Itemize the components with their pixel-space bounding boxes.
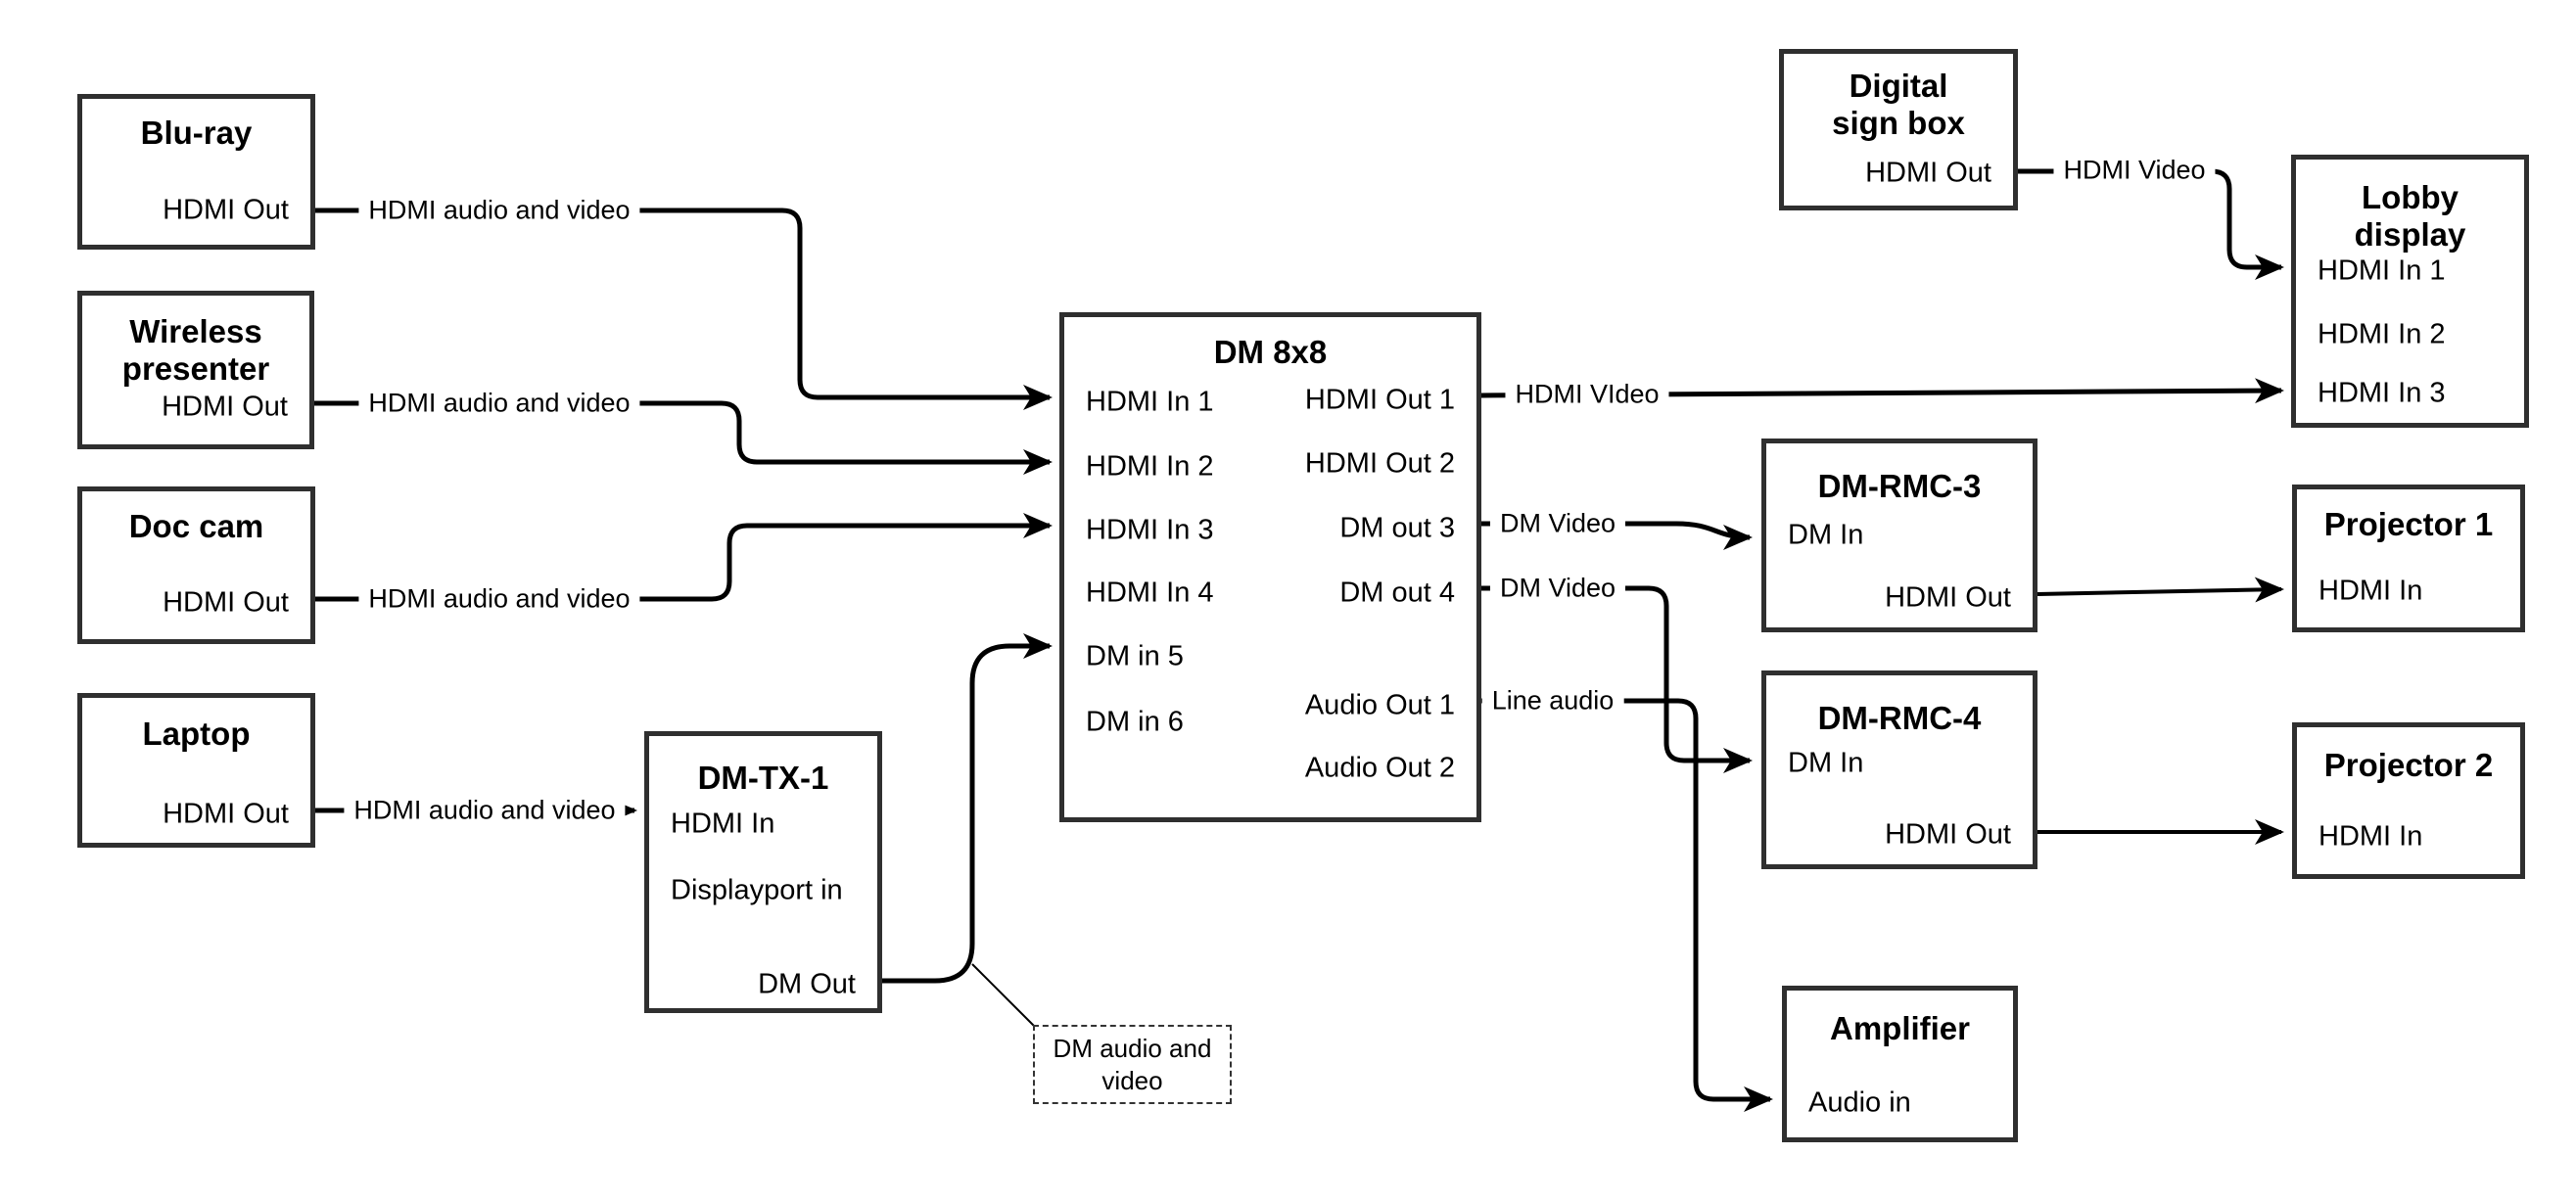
wire-audio-out-1-to-amp (1481, 698, 1773, 1112)
port-hdmi-in: HDMI In (2318, 575, 2423, 607)
port-hdmi-in: HDMI In (2318, 820, 2423, 853)
node-amplifier: Amplifier Audio in (1782, 986, 2018, 1142)
port-hdmi-in-2: HDMI In 2 (2318, 318, 2446, 350)
note-dm-audio-and-video: DM audio and video (1033, 1025, 1232, 1104)
node-title: Projector 1 (2323, 506, 2494, 542)
port-hdmi-out: HDMI Out (1865, 157, 1991, 189)
node-title: Blu-ray (140, 115, 253, 151)
node-bluray: Blu-ray HDMI Out (77, 94, 315, 250)
node-laptop: Laptop HDMI Out (77, 693, 315, 848)
node-projector-2: Projector 2 HDMI In (2292, 722, 2525, 879)
node-title: DM-RMC-4 (1817, 700, 1982, 736)
wire-doccam-to-hdmi-in-3 (315, 513, 1053, 602)
port-dm-in: DM In (1788, 519, 1864, 551)
port-hdmi-in: HDMI In (671, 808, 775, 840)
wire-label-hdmi-video-digisign: HDMI Video (2053, 153, 2216, 188)
wire-label-hdmi-audio-video-4: HDMI audio and video (344, 793, 626, 828)
port-audio-out-1: Audio Out 1 (1304, 689, 1455, 721)
port-dm-out: DM Out (758, 968, 856, 1000)
node-lobby-display: Lobby display HDMI In 1 HDMI In 2 HDMI I… (2291, 155, 2529, 428)
port-hdmi-out: HDMI Out (163, 798, 289, 830)
port-hdmi-out: HDMI Out (163, 586, 289, 619)
wire-label-line-audio: Line audio (1481, 683, 1624, 718)
node-dm-rmc-3: DM-RMC-3 DM In HDMI Out (1761, 439, 2037, 632)
node-title: Amplifier (1829, 1010, 1971, 1046)
node-doc-cam: Doc cam HDMI Out (77, 486, 315, 644)
port-hdmi-out: HDMI Out (1885, 818, 2011, 851)
port-hdmi-in-2: HDMI In 2 (1086, 450, 1214, 483)
port-displayport-in: Displayport in (671, 874, 843, 906)
port-hdmi-in-3: HDMI In 3 (1086, 514, 1214, 546)
port-audio-in: Audio in (1808, 1086, 1911, 1119)
node-title: DM-TX-1 (697, 760, 829, 796)
wire-dmtx1-to-dm-in-5 (882, 633, 1053, 984)
wire-wireless-to-hdmi-in-2 (314, 400, 1053, 475)
port-dm-in-5: DM in 5 (1086, 640, 1184, 672)
port-hdmi-out: HDMI Out (163, 194, 289, 226)
wire-dm-out-3-to-rmc3 (1481, 521, 1753, 550)
wire-digisign-to-lobby (2018, 168, 2284, 280)
port-hdmi-in-1: HDMI In 1 (1086, 386, 1214, 418)
node-projector-1: Projector 1 HDMI In (2292, 485, 2525, 632)
note-callout-line (971, 963, 1035, 1027)
wire-rmc3-to-proj1 (2037, 577, 2284, 603)
wire-label-dm-video-3: DM Video (1489, 506, 1626, 541)
port-audio-out-2: Audio Out 2 (1304, 752, 1455, 784)
node-title: Doc cam (128, 508, 264, 544)
port-hdmi-out: HDMI Out (162, 391, 288, 423)
node-wireless-presenter: Wireless presenter HDMI Out (77, 291, 314, 449)
node-dm-8x8: DM 8x8 HDMI In 1 HDMI In 2 HDMI In 3 HDM… (1059, 312, 1481, 822)
wire-dm-out-4-to-rmc4 (1481, 585, 1753, 773)
port-dm-in-6: DM in 6 (1086, 706, 1184, 738)
node-title: Laptop (142, 716, 251, 752)
node-title: Wireless presenter (121, 313, 270, 387)
port-dm-out-3: DM out 3 (1339, 512, 1455, 544)
wire-label-dm-video-4: DM Video (1489, 571, 1626, 606)
node-title: Lobby display (2354, 179, 2466, 253)
node-title: Projector 2 (2323, 747, 2494, 783)
node-digital-sign-box: Digital sign box HDMI Out (1779, 49, 2018, 210)
port-hdmi-out: HDMI Out (1885, 581, 2011, 614)
wire-label-hdmi-audio-video-1: HDMI audio and video (358, 193, 640, 228)
port-dm-out-4: DM out 4 (1339, 577, 1455, 609)
node-dm-rmc-4: DM-RMC-4 DM In HDMI Out (1761, 670, 2037, 869)
port-dm-in: DM In (1788, 747, 1864, 779)
node-title: DM 8x8 (1213, 334, 1328, 370)
wire-bluray-to-hdmi-in-1 (315, 208, 1053, 410)
port-hdmi-out-1: HDMI Out 1 (1304, 384, 1455, 416)
port-hdmi-in-4: HDMI In 4 (1086, 577, 1214, 609)
wire-label-hdmi-audio-video-3: HDMI audio and video (358, 581, 640, 617)
port-hdmi-in-3: HDMI In 3 (2318, 377, 2446, 409)
wire-label-hdmi-video-out1: HDMI VIdeo (1505, 377, 1669, 412)
port-hdmi-out-2: HDMI Out 2 (1304, 447, 1455, 480)
node-title: Digital sign box (1832, 68, 1965, 141)
port-hdmi-in-1: HDMI In 1 (2318, 254, 2446, 287)
node-title: DM-RMC-3 (1817, 468, 1982, 504)
note-text: DM audio and video (1053, 1034, 1212, 1095)
node-dm-tx-1: DM-TX-1 HDMI In Displayport in DM Out (644, 731, 882, 1013)
wire-label-hdmi-audio-video-2: HDMI audio and video (358, 386, 640, 421)
